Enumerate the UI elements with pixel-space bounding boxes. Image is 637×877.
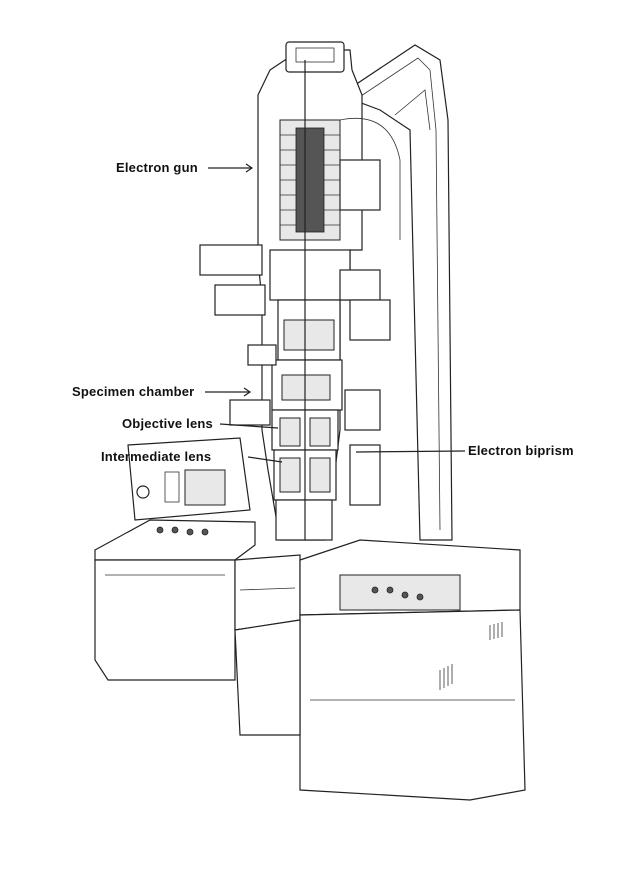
column (257, 41, 363, 541)
side-attachments (199, 118, 401, 506)
leader-lines (205, 163, 466, 463)
vent-grille (439, 622, 503, 690)
label-specimen-chamber: Specimen chamber (72, 384, 195, 399)
label-electron-biprism: Electron biprism (468, 443, 574, 458)
label-electron-gun: Electron gun (116, 160, 198, 175)
label-objective-lens: Objective lens (122, 416, 213, 431)
monitor-console (127, 437, 251, 521)
label-intermediate-lens: Intermediate lens (101, 449, 212, 464)
desk (94, 519, 526, 801)
